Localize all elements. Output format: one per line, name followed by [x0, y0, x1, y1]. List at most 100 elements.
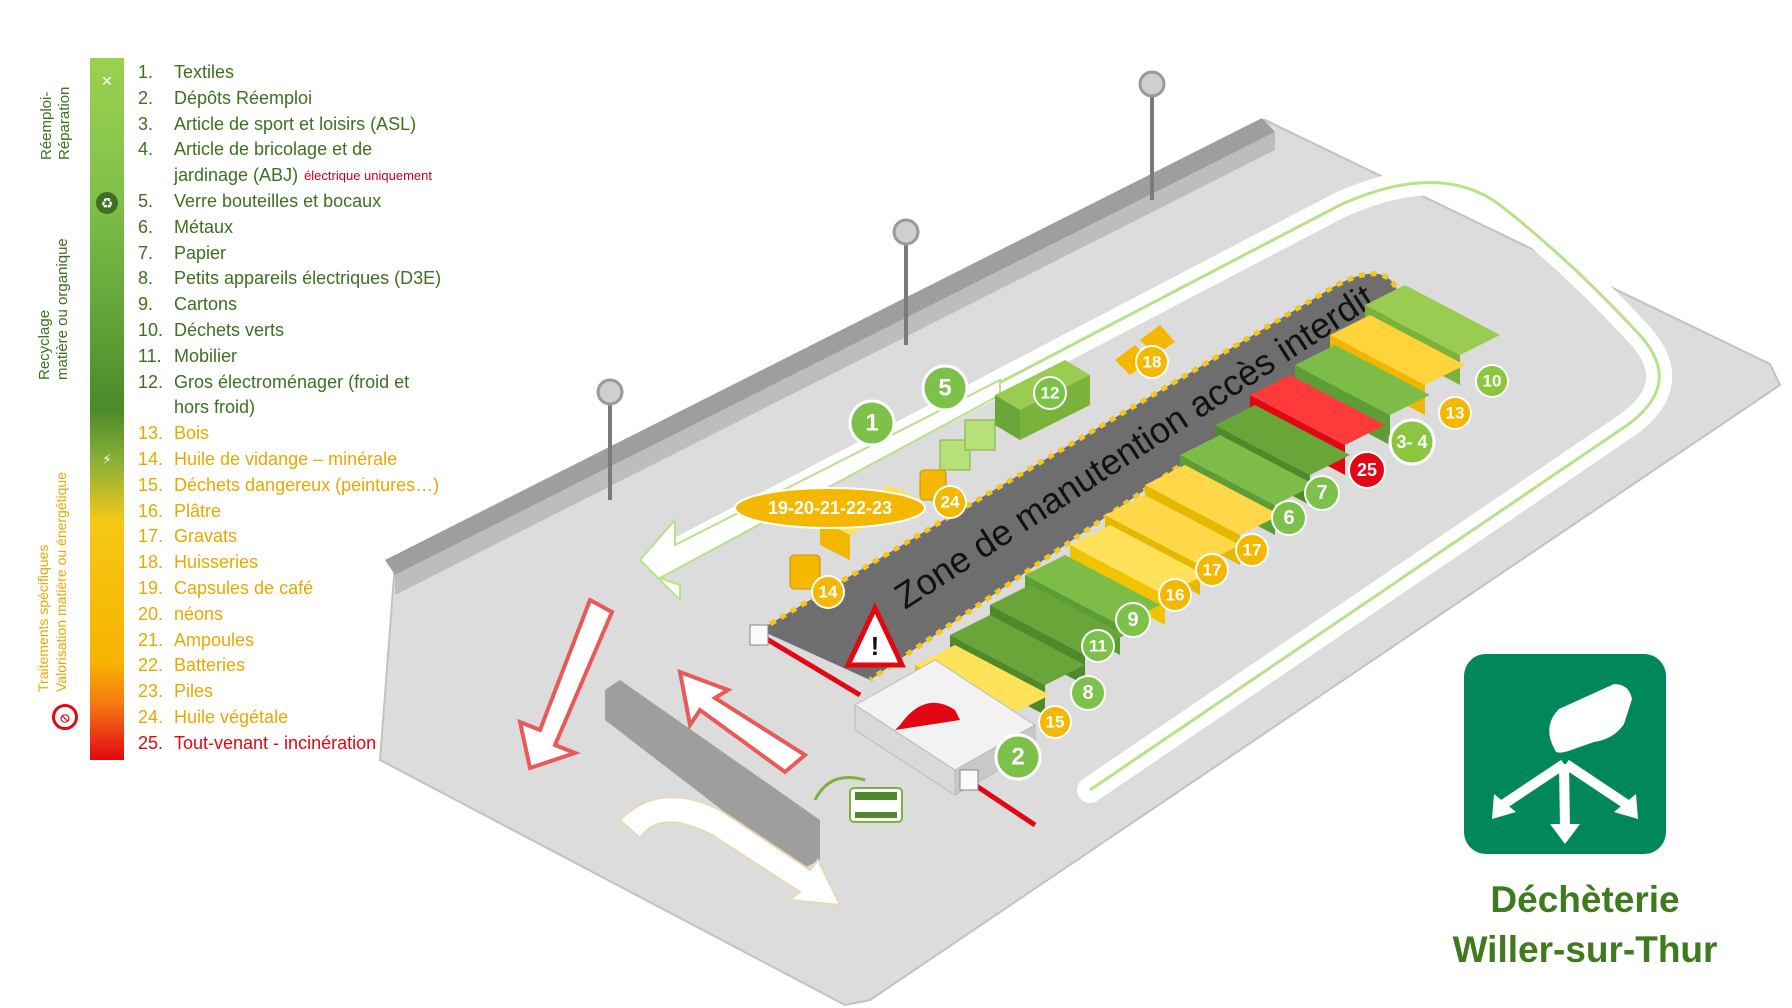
badge-17b: 17	[1195, 553, 1229, 587]
legend-item-label: Mobilier	[174, 345, 238, 366]
badge-1: 1	[848, 399, 896, 447]
legend-item-label: néons	[174, 603, 224, 624]
legend-item-number: 18.	[138, 552, 164, 573]
legend-item: 21.Ampoules	[138, 628, 498, 654]
legend-item-label: Textiles	[174, 62, 235, 82]
legend-item: 1. Textiles	[138, 60, 498, 86]
lamp-icon	[892, 218, 920, 246]
lamp-icon	[1138, 70, 1166, 98]
svg-text:16: 16	[1166, 586, 1185, 605]
legend-item: 25. Tout-venant - incinération	[138, 731, 498, 757]
legend-item: 20.néons	[138, 602, 498, 628]
legend-item: 24. Huile végétale	[138, 705, 498, 731]
legend-item-label: Huile végétale	[174, 706, 289, 727]
badge-9: 9	[1115, 602, 1151, 638]
legend-item-number: 11.	[138, 345, 162, 366]
legend-item: 5.Verre bouteilles et bocaux	[138, 189, 498, 215]
legend-item-number: 25.	[138, 732, 164, 753]
legend-item: jardinage (ABJ)électrique uniquement	[138, 163, 498, 189]
svg-text:3- 4: 3- 4	[1396, 432, 1427, 452]
badge-13: 13	[1438, 396, 1472, 430]
svg-text:!: !	[871, 631, 880, 661]
svg-text:9: 9	[1127, 609, 1138, 631]
legend-item-label: hors froid)	[174, 397, 256, 418]
legend-item-label: Batteries	[174, 655, 246, 676]
legend-item: 13.Bois	[138, 421, 498, 447]
svg-text:13: 13	[1446, 404, 1465, 423]
legend-item-label: Cartons	[174, 294, 238, 315]
legend-item-number: 19.	[138, 577, 164, 598]
legend-item: 16.Plâtre	[138, 499, 498, 525]
legend-item-note: électrique uniquement	[304, 168, 432, 184]
legend-item-number: 1.	[138, 62, 154, 82]
svg-text:1: 1	[865, 410, 878, 437]
badge-19-23: 19-20-21-22-23	[734, 487, 926, 529]
badge-14: 14	[811, 575, 845, 609]
badge-11: 11	[1081, 629, 1115, 663]
legend-item-label: Capsules de café	[174, 577, 314, 598]
svg-text:11: 11	[1089, 637, 1107, 656]
svg-text:2: 2	[1011, 744, 1024, 771]
badge-18: 18	[1135, 345, 1169, 379]
badge-7: 7	[1304, 475, 1340, 511]
legend-item-number: 2.	[138, 87, 154, 108]
legend-item-number: 3.	[138, 113, 154, 134]
svg-text:12: 12	[1041, 384, 1060, 403]
legend-item-number: 8.	[138, 268, 154, 289]
legend-item: 23.Piles	[138, 679, 498, 705]
svg-text:6: 6	[1283, 507, 1294, 529]
hand-drop-icon	[1492, 684, 1638, 844]
legend-item-number: 14.	[138, 448, 164, 469]
entry-arrow	[677, 668, 809, 775]
curb	[605, 680, 820, 870]
legend-item-number: 4.	[138, 139, 154, 160]
legend-item: 22.Batteries	[138, 653, 498, 679]
legend-item-label: Papier	[174, 242, 227, 263]
legend-item-number: 24.	[138, 706, 164, 727]
badge-8: 8	[1070, 675, 1106, 711]
warning-icon	[844, 602, 906, 668]
legend-item-number: 12.	[138, 371, 164, 392]
legend-item-number: 9.	[138, 294, 154, 315]
svg-text:18: 18	[1143, 353, 1162, 372]
legend-item-number: 21.	[138, 629, 164, 650]
legend-item-number: 16.	[138, 500, 164, 521]
hard-hat-icon	[895, 702, 960, 730]
legend-item-label: Petits appareils électriques (D3E)	[174, 268, 442, 289]
energy-icon: ⚡	[102, 450, 112, 467]
badge-15: 15	[1038, 705, 1072, 739]
badge-3-4: 3- 4	[1388, 418, 1436, 466]
legend-item-number: 7.	[138, 242, 154, 263]
legend-item: 15.Déchets dangereux (peintures…)	[138, 473, 498, 499]
svg-text:7: 7	[1316, 482, 1327, 504]
legend-item-label: Huile de vidange – minérale	[174, 448, 398, 469]
dechetterie-logo	[1464, 654, 1666, 854]
legend-item: 7. Papier	[138, 241, 498, 267]
badge-5: 5	[921, 364, 969, 412]
badge-10: 10	[1475, 364, 1509, 398]
legend-item: 11. Mobilier	[138, 344, 498, 370]
svg-text:15: 15	[1046, 713, 1065, 732]
legend-item: 8. Petits appareils électriques (D3E)	[138, 266, 498, 292]
site-name-line2: Willer-sur-Thur	[1452, 929, 1718, 970]
legend-item-label: Tout-venant - incinération	[174, 732, 377, 753]
svg-text:14: 14	[819, 583, 838, 602]
legend-item-label: Article de sport et loisirs (ASL)	[174, 113, 417, 134]
legend-item-number: 13.	[138, 423, 164, 444]
legend-item: 2.Dépôts Réemploi	[138, 86, 498, 112]
legend-item-label: Article de bricolage et de	[174, 139, 373, 160]
recycle-icon: ♻	[96, 192, 118, 214]
svg-text:10: 10	[1483, 372, 1502, 391]
back-wall	[385, 118, 1275, 575]
legend-item-label: Piles	[174, 681, 214, 702]
svg-text:5: 5	[938, 375, 951, 402]
legend-item-label: Déchets verts	[174, 319, 285, 340]
badge-17a: 17	[1235, 533, 1269, 567]
badge-12: 12	[1033, 376, 1067, 410]
legend-item-number: 10.	[138, 319, 164, 340]
glass-bin	[939, 439, 971, 471]
site-name-line1: Déchèterie	[1490, 879, 1680, 920]
handling-zone	[760, 273, 1400, 680]
svg-text:17: 17	[1243, 541, 1262, 560]
